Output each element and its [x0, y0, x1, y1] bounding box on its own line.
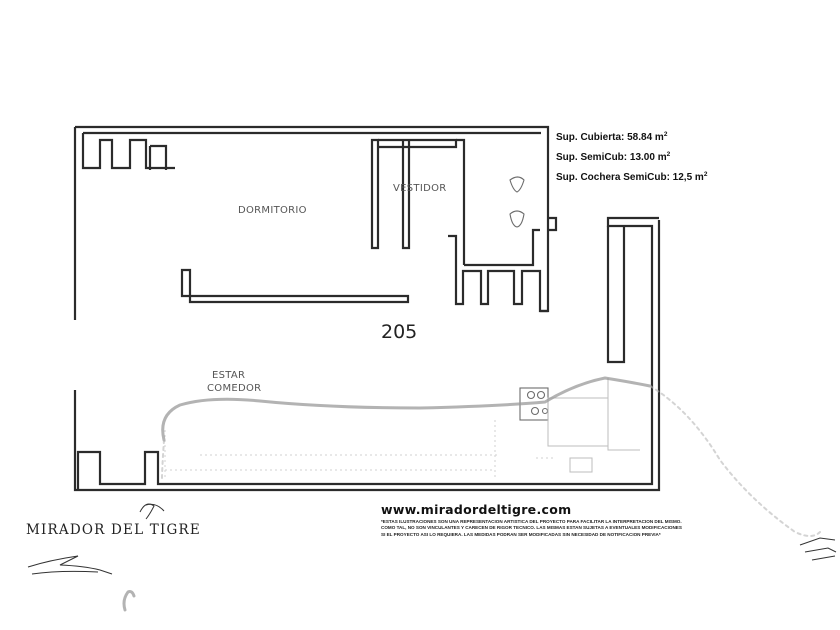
unit-number: 205 [381, 321, 418, 343]
room-label-comedor: COMEDOR [207, 383, 262, 394]
bathroom-fixtures [509, 176, 525, 228]
area-cochera-text: Sup. Cochera SemiCub: 12,5 m [556, 172, 704, 183]
area-cochera: Sup. Cochera SemiCub: 12,5 m2 [556, 166, 707, 186]
interior-walls [180, 138, 548, 313]
bidet-icon [509, 210, 525, 228]
area-cubierta: Sup. Cubierta: 58.84 m2 [556, 126, 707, 146]
area-semicub: Sup. SemiCub: 13.00 m2 [556, 146, 707, 166]
burner-icon [526, 390, 536, 400]
area-semicub-text: Sup. SemiCub: 13.00 m [556, 152, 667, 163]
kitchen-counter [519, 378, 640, 473]
brand-logo-icon [139, 503, 165, 520]
room-label-vestidor: VESTIDOR [393, 183, 447, 194]
cropped-header-text: · · ··· · [125, 0, 219, 6]
faint-details [164, 420, 556, 480]
room-label-estar: ESTAR [212, 370, 246, 381]
burner-icon [536, 390, 546, 400]
area-unit-exponent: 2 [666, 151, 671, 158]
scan-smudge [27, 376, 837, 612]
toilet-icon [509, 176, 525, 193]
area-summary: Sup. Cubierta: 58.84 m2 Sup. SemiCub: 13… [556, 126, 707, 186]
disclaimer-line: COMO TAL, NO SON VINCULANTES Y CARECEN D… [381, 525, 682, 531]
room-label-dormitorio: DORMITORIO [238, 205, 307, 216]
area-unit-exponent: 2 [703, 171, 708, 178]
area-cubierta-text: Sup. Cubierta: 58.84 m [556, 132, 664, 143]
area-unit-exponent: 2 [663, 131, 668, 138]
signature-mark [27, 555, 113, 575]
website-link[interactable]: www.miradordeltigre.com [381, 502, 572, 517]
disclaimer-line: SI EL PROYECTO ASI LO REQUIERA. LAS MEDI… [381, 531, 661, 537]
brand-name: MIRADOR DEL TIGRE [26, 522, 201, 538]
burner-icon [541, 407, 549, 415]
burner-icon [530, 406, 540, 416]
scan-scribble [799, 537, 837, 561]
disclaimer-text: *ESTAS ILUSTRACIONES SON UNA REPRESENTAC… [381, 519, 736, 538]
disclaimer-line: *ESTAS ILUSTRACIONES SON UNA REPRESENTAC… [381, 519, 682, 524]
